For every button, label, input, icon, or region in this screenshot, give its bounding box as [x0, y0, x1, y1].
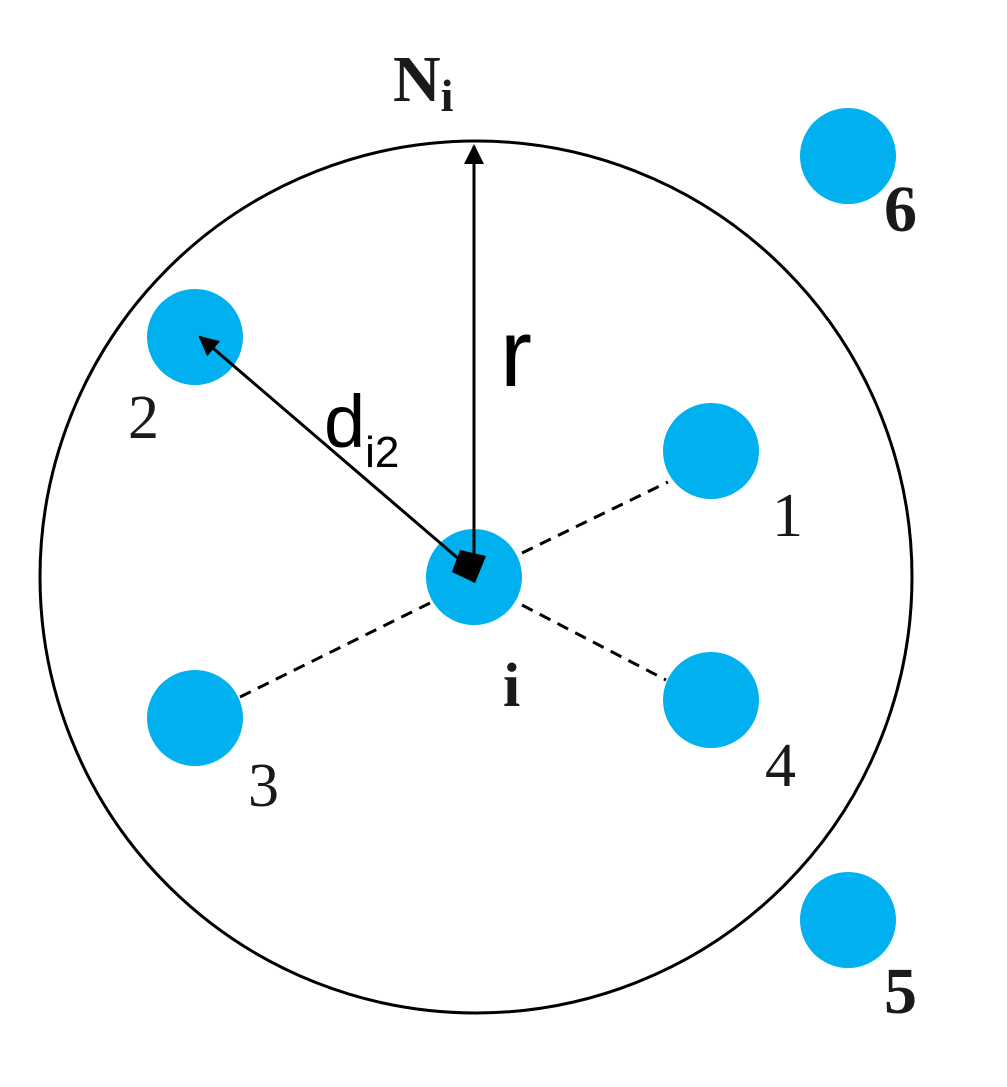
neighborhood-circle [38, 139, 914, 1015]
node-label-2: 2 [128, 384, 159, 452]
node-label-4: 4 [765, 732, 796, 800]
node-6 [800, 108, 896, 204]
link-i-1 [521, 480, 669, 555]
node-5 [800, 872, 896, 968]
neighborhood-label-main: N [393, 43, 441, 116]
distance-arrow-base-head [452, 550, 486, 583]
node-1 [663, 403, 759, 499]
radius-label: r [500, 300, 532, 407]
node-label-3: 3 [248, 752, 279, 820]
neighborhood-label-subscript: i [441, 70, 454, 121]
neighborhood-label: Ni [393, 43, 454, 121]
node-label-6: 6 [884, 173, 917, 246]
node-4 [663, 652, 759, 748]
link-i-3 [239, 601, 431, 699]
node-label-5: 5 [884, 955, 917, 1028]
distance-label: di2 [324, 380, 399, 477]
distance-arrow [198, 335, 461, 562]
node-2 [147, 289, 243, 385]
node-label-1: 1 [772, 482, 803, 550]
distance-label-subscript: i2 [365, 428, 399, 477]
node-3 [147, 670, 243, 766]
distance-label-main: d [324, 380, 365, 463]
link-i-4 [521, 603, 667, 682]
center-node-label: i [503, 652, 520, 720]
